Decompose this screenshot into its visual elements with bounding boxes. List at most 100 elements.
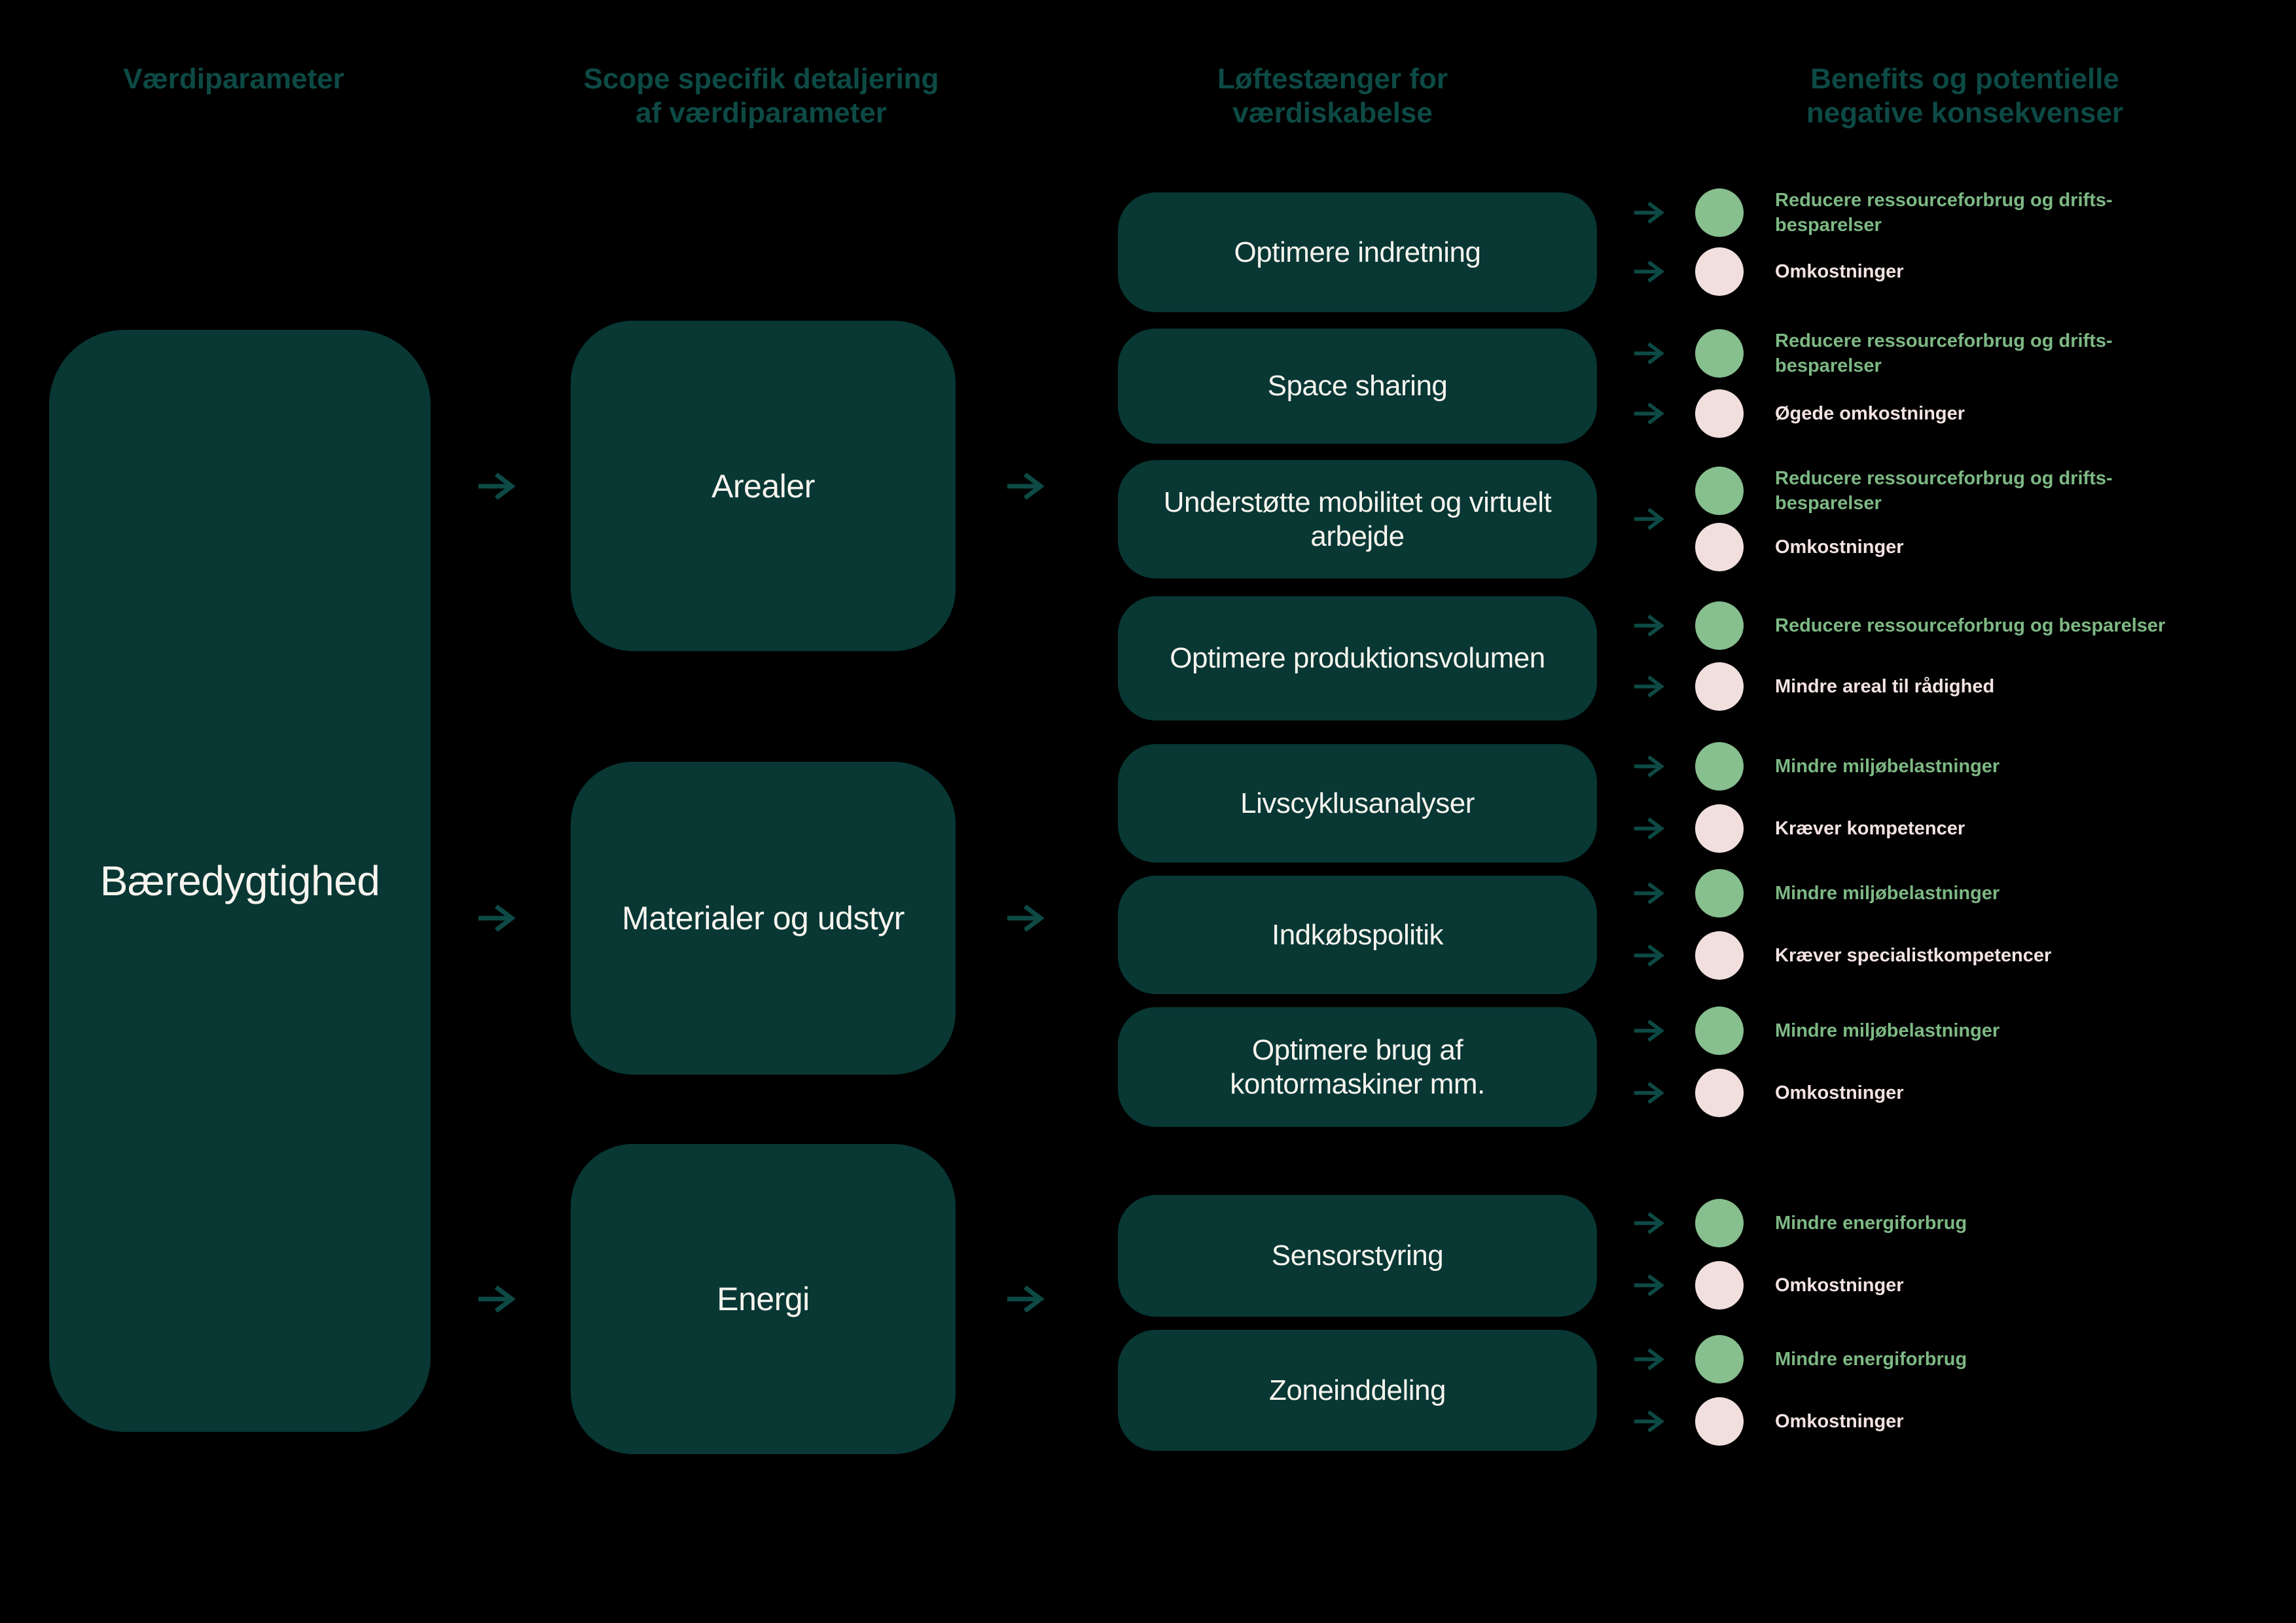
text-line: Scope specifik detaljering bbox=[583, 63, 939, 95]
text-line: Mindre miljøbelastninger bbox=[1775, 883, 2000, 904]
text-line: arbejde bbox=[1310, 520, 1405, 552]
text-line: Omkostninger bbox=[1775, 1082, 1904, 1103]
text-line: Mindre energiforbrug bbox=[1775, 1213, 1967, 1234]
text-line: Livscyklusanalyser bbox=[1240, 787, 1475, 819]
lever-label: Optimere indretning bbox=[1234, 236, 1481, 270]
arrow-lever-to-benefit-9 bbox=[1634, 1347, 1668, 1371]
consequence-label: Øgede omkostninger bbox=[1775, 401, 2286, 426]
lever-box-4: Optimere produktionsvolumen bbox=[1118, 596, 1597, 721]
arrow-right-icon bbox=[1634, 1020, 1664, 1042]
lever-box-8: Sensorstyring bbox=[1118, 1195, 1597, 1317]
consequence-label: Kræver kompetencer bbox=[1775, 816, 2286, 841]
text-line: Omkostninger bbox=[1775, 537, 1904, 558]
lever-label: Sensorstyring bbox=[1272, 1239, 1444, 1273]
benefit-label: Reducere ressourceforbrug og drifts-besp… bbox=[1775, 188, 2286, 238]
text-line: af værdiparameter bbox=[636, 97, 887, 129]
arrow-right-icon bbox=[1634, 1082, 1664, 1104]
arrow-right-icon bbox=[478, 472, 516, 500]
lever-label: Zoneinddeling bbox=[1269, 1374, 1446, 1408]
consequence-circle-icon bbox=[1695, 1261, 1744, 1310]
consequence-label: Omkostninger bbox=[1775, 259, 2286, 284]
benefit-circle-icon bbox=[1695, 1007, 1744, 1055]
text-line: Omkostninger bbox=[1775, 1411, 1904, 1432]
benefit-circle-icon bbox=[1695, 869, 1744, 918]
benefit-label: Reducere ressourceforbrug og drifts-besp… bbox=[1775, 329, 2286, 378]
column-header-1: Værdiparameter bbox=[123, 62, 344, 96]
lever-label: Livscyklusanalyser bbox=[1240, 787, 1475, 821]
arrow-right-icon bbox=[1634, 402, 1664, 425]
arrow-value-to-scope-2 bbox=[478, 904, 520, 933]
scope-label: Arealer bbox=[711, 467, 815, 505]
benefit-circle-icon bbox=[1695, 1199, 1744, 1247]
text-line: Mindre energiforbrug bbox=[1775, 1349, 1967, 1370]
arrow-right-icon bbox=[1634, 1274, 1664, 1296]
text-line: Værdiparameter bbox=[123, 63, 344, 95]
arrow-lever-to-consequence-7 bbox=[1634, 1081, 1668, 1105]
text-line: Kræver kompetencer bbox=[1775, 818, 1965, 839]
text-line: Mindre miljøbelastninger bbox=[1775, 1020, 2000, 1041]
consequence-label: Omkostninger bbox=[1775, 1273, 2286, 1298]
text-line: negative konsekvenser bbox=[1806, 97, 2124, 129]
consequence-circle-icon bbox=[1695, 1069, 1744, 1117]
benefit-label: Mindre miljøbelastninger bbox=[1775, 881, 2286, 906]
text-line: Optimere produktionsvolumen bbox=[1170, 642, 1545, 674]
benefit-circle-icon bbox=[1695, 601, 1744, 650]
benefit-circle-icon bbox=[1695, 467, 1744, 515]
consequence-circle-icon bbox=[1695, 804, 1744, 853]
arrow-right-icon bbox=[1634, 817, 1664, 840]
consequence-circle-icon bbox=[1695, 931, 1744, 980]
benefit-label: Mindre energiforbrug bbox=[1775, 1211, 2286, 1236]
scope-box-2: Materialer og udstyr bbox=[571, 762, 956, 1075]
scope-box-3: Energi bbox=[571, 1144, 956, 1454]
lever-label: Optimere produktionsvolumen bbox=[1170, 641, 1545, 675]
consequence-label: Omkostninger bbox=[1775, 535, 2286, 560]
lever-box-9: Zoneinddeling bbox=[1118, 1330, 1597, 1451]
lever-label: Indkøbspolitik bbox=[1271, 918, 1444, 952]
arrow-right-icon bbox=[1634, 944, 1664, 967]
text-line: besparelser bbox=[1775, 493, 1882, 514]
text-line: besparelser bbox=[1775, 215, 1882, 236]
text-line: Sensorstyring bbox=[1271, 1240, 1444, 1272]
consequence-circle-icon bbox=[1695, 1397, 1744, 1446]
lever-box-5: Livscyklusanalyser bbox=[1118, 744, 1597, 863]
lever-label: Space sharing bbox=[1268, 369, 1448, 403]
text-line: besparelser bbox=[1775, 355, 1882, 376]
benefit-label: Mindre energiforbrug bbox=[1775, 1347, 2286, 1372]
arrow-right-icon bbox=[1007, 904, 1045, 932]
text-line: Mindre miljøbelastninger bbox=[1775, 756, 2000, 777]
arrow-lever-to-consequence-2 bbox=[1634, 402, 1668, 425]
text-line: Løftestænger for bbox=[1217, 63, 1448, 95]
text-line: Indkøbspolitik bbox=[1271, 918, 1444, 951]
arrow-lever-to-benefits-3 bbox=[1634, 507, 1668, 531]
text-line: Benefits og potentielle bbox=[1810, 63, 2119, 95]
benefit-circle-icon bbox=[1695, 188, 1744, 237]
arrow-right-icon bbox=[1007, 472, 1045, 500]
scope-label: Energi bbox=[717, 1281, 810, 1317]
arrow-lever-to-benefit-5 bbox=[1634, 755, 1668, 778]
arrow-lever-to-benefit-6 bbox=[1634, 882, 1668, 905]
consequence-label: Omkostninger bbox=[1775, 1080, 2286, 1105]
arrow-right-icon bbox=[478, 1285, 516, 1313]
text-line: Space sharing bbox=[1267, 370, 1448, 402]
benefit-circle-icon bbox=[1695, 742, 1744, 791]
text-line: kontormaskiner mm. bbox=[1230, 1067, 1485, 1100]
text-line: Øgede omkostninger bbox=[1775, 403, 1965, 424]
consequence-label: Mindre areal til rådighed bbox=[1775, 674, 2286, 699]
arrow-right-icon bbox=[1634, 1212, 1664, 1234]
arrow-lever-to-consequence-6 bbox=[1634, 944, 1668, 967]
consequence-label: Kræver specialistkompetencer bbox=[1775, 943, 2286, 968]
arrow-right-icon bbox=[1634, 260, 1664, 283]
text-line: Mindre areal til rådighed bbox=[1775, 676, 1995, 697]
text-line: Kræver specialistkompetencer bbox=[1775, 945, 2052, 966]
arrow-right-icon bbox=[1634, 342, 1664, 365]
arrow-lever-to-benefit-8 bbox=[1634, 1211, 1668, 1235]
lever-box-2: Space sharing bbox=[1118, 329, 1597, 444]
value-parameter-label: Bæredygtighed bbox=[99, 857, 380, 904]
arrow-lever-to-consequence-9 bbox=[1634, 1410, 1668, 1433]
arrow-scope-to-lever-1 bbox=[1007, 472, 1049, 501]
